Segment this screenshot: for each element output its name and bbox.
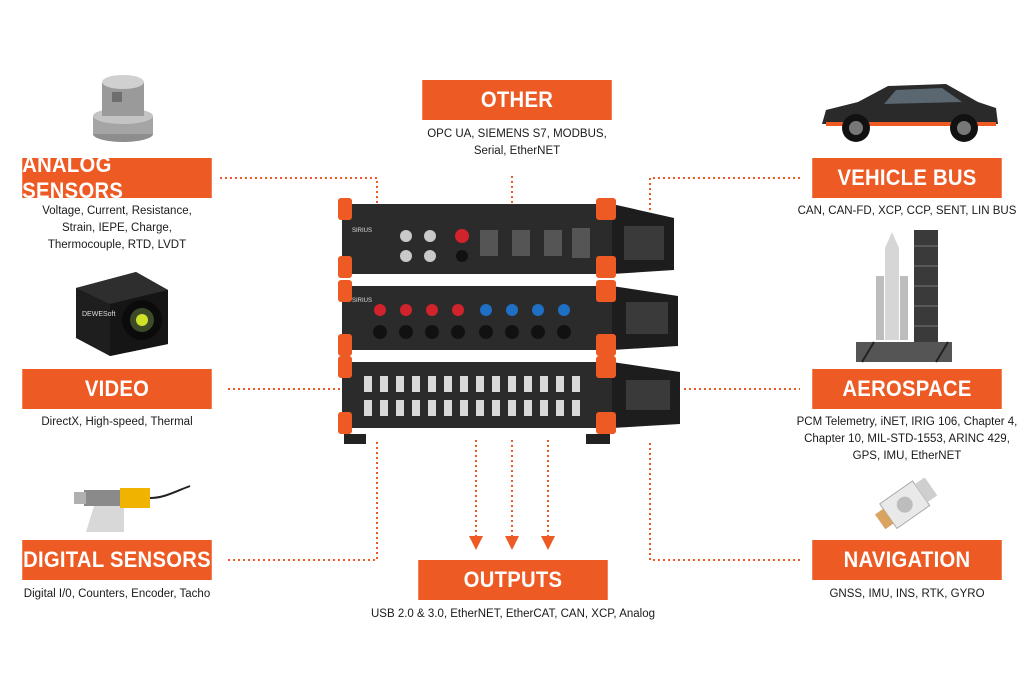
other-desc: OPC UA, SIEMENS S7, MODBUS,Serial, Ether… [427,128,607,157]
navigation-desc: GNSS, IMU, INS, RTK, GYRO [829,588,985,600]
arrow-down-icon [469,536,483,550]
imu-image [875,478,938,530]
outputs-box: OUTPUTS [418,560,608,600]
outputs-desc: USB 2.0 & 3.0, EtherNET, EtherCAT, CAN, … [370,608,655,620]
daq-device-stack: SIRIUS SIRIUS [338,198,680,444]
video-box: VIDEO [22,369,212,409]
aerospace-desc: PCM Telemetry, iNET, IRIG 106, Chapter 4… [796,416,1018,462]
svg-text:DEWESoft: DEWESoft [82,311,116,318]
accelerometer-image [93,75,153,142]
aerospace-box: AEROSPACE [812,369,1002,409]
other-box: OTHER [422,80,612,120]
vehicle-bus-desc: CAN, CAN-FD, XCP, CCP, SENT, LIN BUS [797,205,1017,217]
daq-unit-top: SIRIUS [338,198,674,278]
navigation-box: NAVIGATION [812,540,1002,580]
car-image [822,84,998,142]
analog-sensors-desc: Voltage, Current, Resistance,Strain, IEP… [42,205,192,251]
digital-sensors-box: DIGITAL SENSORS [22,540,212,580]
arrow-down-icon [541,536,555,550]
video-desc: DirectX, High-speed, Thermal [41,416,193,428]
daq-unit-middle: SIRIUS [338,280,678,356]
digital-sensors-desc: Digital I/0, Counters, Encoder, Tacho [23,588,211,600]
camera-image: DEWESoft [76,272,168,356]
rocket-image [856,230,952,363]
arrow-down-icon [505,536,519,550]
svg-text:SIRIUS: SIRIUS [352,298,372,304]
analog-sensors-box: ANALOG SENSORS [22,152,212,203]
vehicle-bus-box: VEHICLE BUS [812,158,1002,198]
daq-unit-bottom [338,356,680,444]
proximity-sensor-image [74,485,191,532]
svg-text:SIRIUS: SIRIUS [352,228,372,234]
